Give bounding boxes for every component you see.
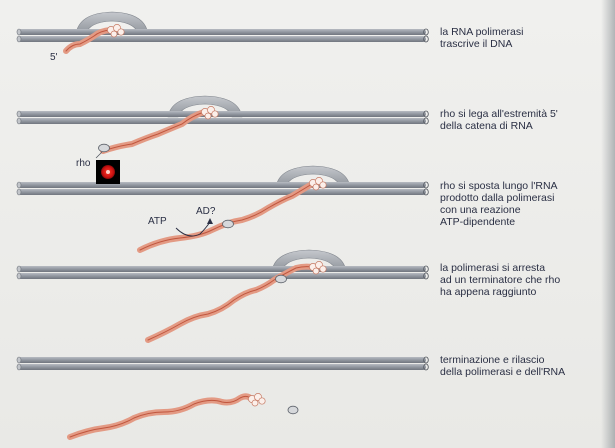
step-5-caption: terminazione e rilascio della polimerasi… [440, 354, 605, 378]
rna-polymerase-active-site [201, 106, 219, 120]
caption-line: ad un terminatore che rho [440, 274, 561, 286]
rna-transcript [100, 109, 207, 154]
released-rho-protein [287, 405, 299, 415]
step-1-figure: 5' [16, 11, 429, 63]
five-prime-label: 5' [50, 52, 58, 63]
caption-line: terminazione e rilascio [440, 354, 545, 366]
caption-line: trascrive il DNA [440, 38, 513, 50]
rna-transcript [137, 181, 315, 253]
dna-double-helix [16, 265, 429, 280]
dna-double-helix [16, 181, 429, 196]
atp-label: ATP [148, 216, 167, 227]
step-3-caption: rho si sposta lungo l'RNA prodotto dalla… [440, 180, 605, 228]
caption-line: la polimerasi si arresta [440, 262, 546, 274]
step-4-figure [16, 249, 429, 343]
caption-line: rho si sposta lungo l'RNA [440, 180, 558, 192]
step-5-figure [16, 356, 429, 440]
rho-pointer [95, 151, 103, 159]
caption-line: rho si lega all'estremità 5' [440, 108, 558, 120]
dna-double-helix [16, 110, 429, 125]
rho-protein [275, 274, 287, 284]
rho-protein [98, 143, 110, 153]
dna-double-helix [16, 356, 429, 371]
caption-line: della polimerasi e dell'RNA [440, 366, 566, 378]
rho-protein [222, 219, 234, 229]
dna-double-helix [16, 28, 429, 43]
step-2-caption: rho si lega all'estremità 5' della caten… [440, 108, 605, 132]
rna-transcript [145, 263, 315, 343]
rna-polymerase-active-site [309, 177, 327, 191]
arrow-head-icon [207, 218, 213, 224]
caption-line: prodotto dalla polimerasi [440, 192, 555, 204]
released-polymerase-core [248, 393, 266, 407]
released-rna [67, 393, 255, 440]
atp-hydrolysis-arrow [175, 221, 211, 237]
rho-label: rho [76, 158, 91, 169]
step-2-figure: rho [16, 95, 429, 169]
step-4-caption: la polimerasi si arresta ad un terminato… [440, 262, 605, 298]
caption-line: della catena di RNA [440, 120, 533, 132]
adp-label: AD? [196, 206, 216, 217]
step-3-figure: ATP AD? [16, 165, 429, 253]
caption-line: la RNA polimerasi [440, 26, 524, 38]
rna-polymerase-active-site [309, 261, 327, 275]
step-1-caption: la RNA polimerasi trascrive il DNA [440, 26, 605, 50]
caption-line: ATP-dipendente [440, 216, 516, 228]
laser-pointer-marker [96, 160, 120, 184]
caption-line: ha appena raggiunto [440, 286, 537, 298]
rna-polymerase-active-site [107, 24, 125, 38]
caption-line: con una reazione [440, 204, 521, 216]
rna-transcript [63, 27, 113, 54]
